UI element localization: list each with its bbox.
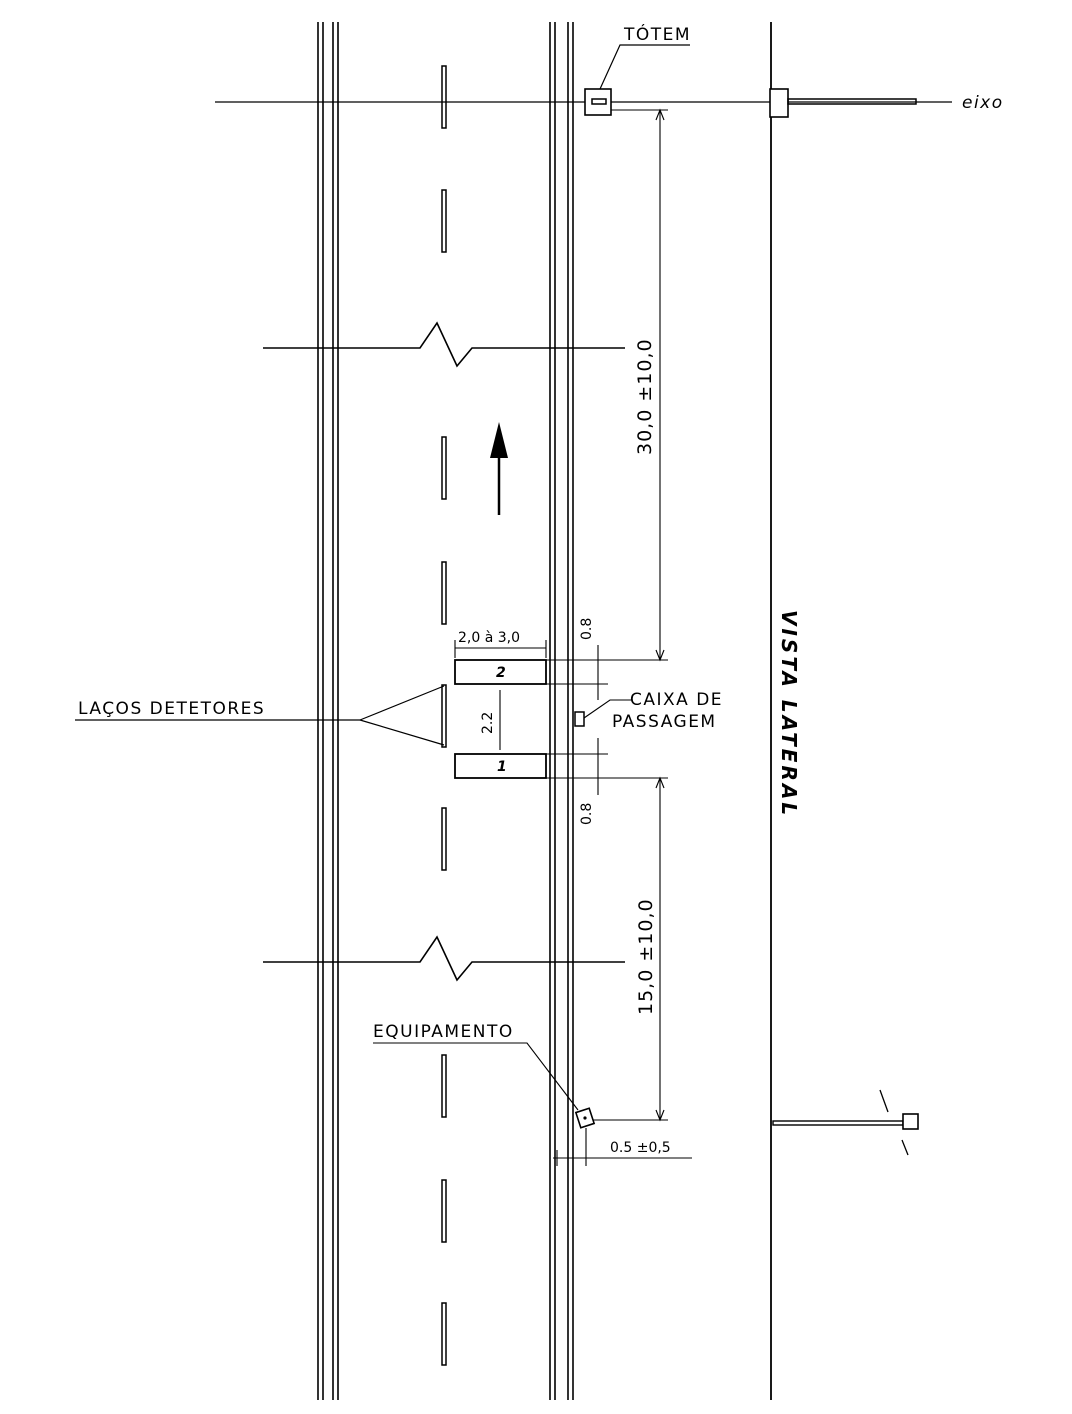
dim-offsets: [546, 645, 668, 795]
lacos-label: LAÇOS DETETORES: [78, 699, 265, 719]
totem: [584, 88, 612, 116]
break-line-bottom: [263, 935, 625, 982]
detector-loop-1: 1: [454, 753, 547, 779]
bottom-side-pole: [772, 1089, 919, 1156]
loop-1-number: 1: [497, 759, 507, 775]
break-line-top: [263, 321, 625, 368]
totem-label: TÓTEM: [623, 23, 691, 45]
dim-offset-top-label: 0.8: [579, 618, 595, 640]
road-right-edge: [549, 22, 574, 1400]
dim-loops-to-equip: [592, 776, 668, 1122]
dim-loop-width: [454, 640, 547, 658]
dim-equip-offset: [553, 1128, 692, 1166]
lacos-leader: [75, 685, 445, 746]
totem-leader: [599, 44, 690, 90]
dim-offset-bottom-label: 0.8: [579, 803, 595, 825]
dim-30-label: 30,0 ±10,0: [634, 338, 656, 455]
equipment-label: EQUIPAMENTO: [373, 1022, 514, 1042]
equipment-leader: [373, 1042, 579, 1111]
caixa-leader: [583, 699, 632, 719]
loop-2-number: 2: [496, 665, 506, 681]
dim-equip-offset-label: 0.5 ±0,5: [610, 1140, 671, 1156]
road-left-edge: [317, 22, 339, 1400]
vista-lateral-label: VISTA LATERAL: [777, 610, 801, 818]
dim-15-label: 15,0 ±10,0: [635, 898, 657, 1015]
direction-arrow: [490, 422, 508, 515]
caixa-label-2: PASSAGEM: [612, 712, 717, 732]
caixa-passagem-box: [574, 711, 585, 727]
dim-loop-width-label: 2,0 à 3,0: [458, 630, 520, 646]
top-side-pole: [769, 88, 917, 118]
dim-gap-label: 2.2: [480, 712, 496, 734]
center-lane-dashes: [441, 65, 447, 1366]
equipment-box: [574, 1107, 596, 1129]
detector-loop-2: 2: [454, 659, 547, 685]
eixo-label: eixo: [962, 93, 1004, 113]
caixa-label-1: CAIXA DE: [630, 690, 723, 710]
dim-totem-to-loops: [611, 108, 668, 662]
